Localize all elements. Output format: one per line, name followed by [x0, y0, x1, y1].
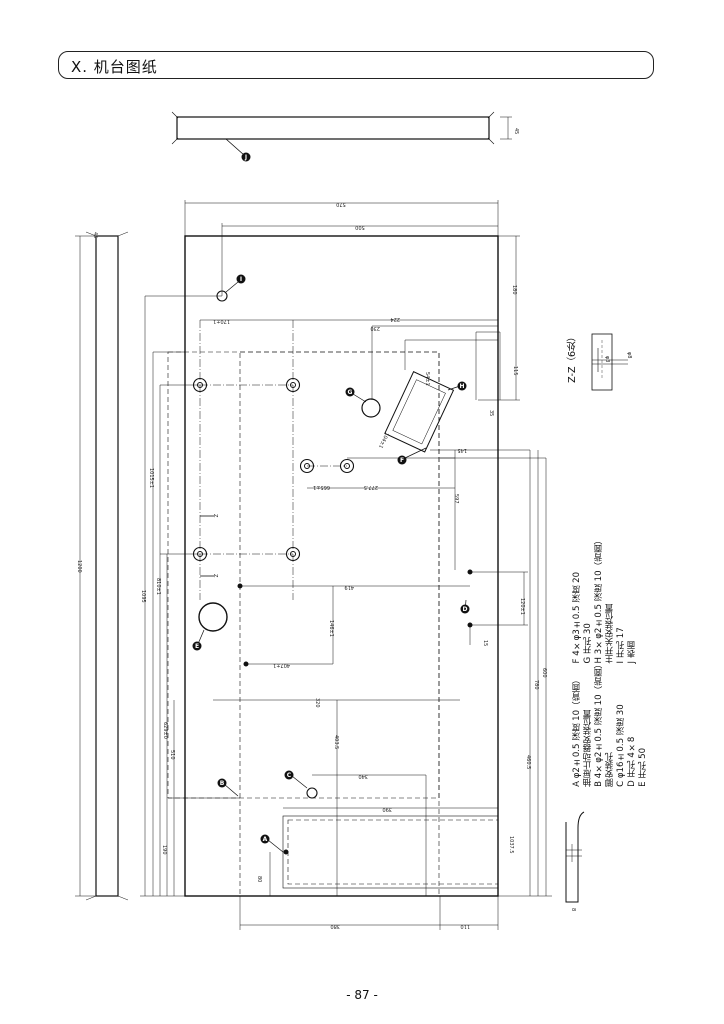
svg-text:45: 45: [513, 128, 519, 134]
svg-text:190: 190: [161, 845, 167, 855]
svg-text:110: 110: [460, 923, 470, 929]
svg-text:C: C: [287, 772, 292, 779]
svg-text:φ8: φ8: [626, 352, 632, 358]
marker-d: D: [460, 604, 470, 614]
svg-text:500: 500: [355, 224, 365, 230]
svg-text:120±1: 120±1: [519, 598, 525, 615]
svg-text:597: 597: [453, 494, 459, 504]
svg-text:146±1: 146±1: [328, 620, 334, 637]
svg-text:35: 35: [488, 410, 494, 416]
svg-text:810±1: 810±1: [155, 578, 161, 595]
marker-f: F: [397, 455, 407, 465]
svg-text:230: 230: [370, 325, 380, 331]
svg-text:145: 145: [457, 447, 467, 453]
legend-item-h: H 3×φ2±0.5 深度 10（背面）: [594, 536, 604, 664]
svg-text:H: H: [459, 383, 464, 390]
svg-text:180: 180: [511, 285, 517, 295]
svg-text:390: 390: [382, 806, 392, 812]
svg-text:E: E: [195, 643, 199, 650]
table-top-plate: [184, 235, 499, 897]
marker-j: J: [241, 152, 251, 162]
svg-text:B: B: [220, 780, 225, 787]
hole-c: [306, 787, 318, 799]
side-edge-view: [95, 235, 119, 897]
svg-text:407±1: 407±1: [273, 662, 290, 668]
svg-text:600: 600: [541, 668, 547, 678]
page-title: X. 机台图纸: [71, 58, 158, 76]
svg-text:570: 570: [336, 201, 346, 207]
hole-g: [361, 398, 381, 418]
marker-i: I: [236, 274, 246, 284]
marker-a: A: [260, 834, 270, 844]
svg-text:403.5: 403.5: [333, 735, 339, 749]
legend-item-e: E 开孔 50: [638, 747, 648, 787]
main-switch-plate: [384, 371, 455, 453]
svg-text:45: 45: [92, 232, 98, 238]
legend-item-a-note: 抽屉止动器安装位置: [583, 709, 593, 787]
svg-text:1095: 1095: [140, 590, 146, 603]
legend-right: F 4×φ3±0.5 深度 20 G 开孔 30 H 3×φ2±0.5 深度 1…: [572, 536, 638, 663]
marker-h: H: [457, 381, 467, 391]
svg-text:φ3: φ3: [604, 356, 610, 362]
svg-text:224: 224: [390, 316, 400, 322]
svg-text:80: 80: [256, 876, 262, 882]
marker-e: E: [192, 641, 202, 651]
svg-text:510: 510: [169, 750, 175, 760]
legend-item-f: F 4×φ3±0.5 深度 20: [572, 571, 582, 664]
svg-text:8: 8: [570, 908, 576, 911]
svg-text:320: 320: [314, 698, 320, 708]
section-detail-zz: [591, 333, 628, 391]
side-profile-detail: [565, 811, 585, 903]
legend-item-a: A φ2±0.5 深度 10（背面）: [572, 675, 582, 787]
svg-text:419: 419: [344, 584, 354, 590]
marker-b: B: [217, 778, 227, 788]
svg-text:15: 15: [482, 640, 488, 646]
section-header: X. 机台图纸: [58, 51, 654, 79]
marker-c: C: [284, 770, 294, 780]
legend-item-h-note: 主开关安装位置: [605, 603, 615, 664]
legend-item-d: D 开孔 4×8: [627, 736, 637, 787]
svg-text:J: J: [244, 154, 247, 161]
legend-item-c: C φ16±0.5 深度 30: [616, 704, 626, 787]
svg-text:A: A: [263, 836, 268, 843]
svg-text:780: 780: [533, 680, 539, 690]
legend-item-i: I 开孔 17: [616, 627, 626, 664]
legend-item-j: J 表面: [627, 641, 637, 664]
svg-text:104±1: 104±1: [377, 431, 390, 449]
svg-text:340: 340: [358, 773, 368, 779]
svg-text:Z: Z: [212, 514, 218, 518]
svg-text:277.5: 277.5: [364, 484, 378, 490]
legend-item-b: B 4×φ2±0.5 深度 10（背面）: [594, 660, 604, 787]
svg-text:380: 380: [330, 923, 340, 929]
svg-text:1037.5: 1037.5: [508, 836, 514, 854]
section-label-zz: Z-Z（6处）: [567, 332, 578, 383]
motor-mount-holes: [299, 458, 355, 474]
svg-text:54±1: 54±1: [424, 372, 430, 386]
hole-e: [198, 602, 228, 632]
svg-text:460.5: 460.5: [525, 755, 531, 769]
svg-text:1200: 1200: [76, 560, 82, 573]
marker-g: G: [345, 387, 355, 397]
legend-left: A φ2±0.5 深度 10（背面） 抽屉止动器安装位置 B 4×φ2±0.5 …: [572, 660, 649, 787]
foot-mount-holes: [192, 377, 301, 562]
svg-text:I: I: [240, 276, 242, 283]
svg-text:665±1: 665±1: [313, 484, 330, 490]
svg-text:Z: Z: [212, 574, 218, 578]
svg-text:170±1: 170±1: [213, 318, 230, 324]
svg-text:D: D: [463, 606, 468, 613]
top-edge-view: [176, 116, 490, 140]
svg-text:G: G: [348, 389, 353, 396]
svg-text:115: 115: [512, 366, 518, 376]
svg-text:1015±1: 1015±1: [148, 468, 154, 488]
svg-text:F: F: [400, 457, 404, 464]
svg-text:629±0: 629±0: [162, 722, 168, 739]
legend-item-g: G 开孔 30: [583, 623, 593, 664]
page-number: - 87 -: [346, 988, 378, 1002]
legend-item-b-note: 脚安装孔: [605, 752, 615, 787]
